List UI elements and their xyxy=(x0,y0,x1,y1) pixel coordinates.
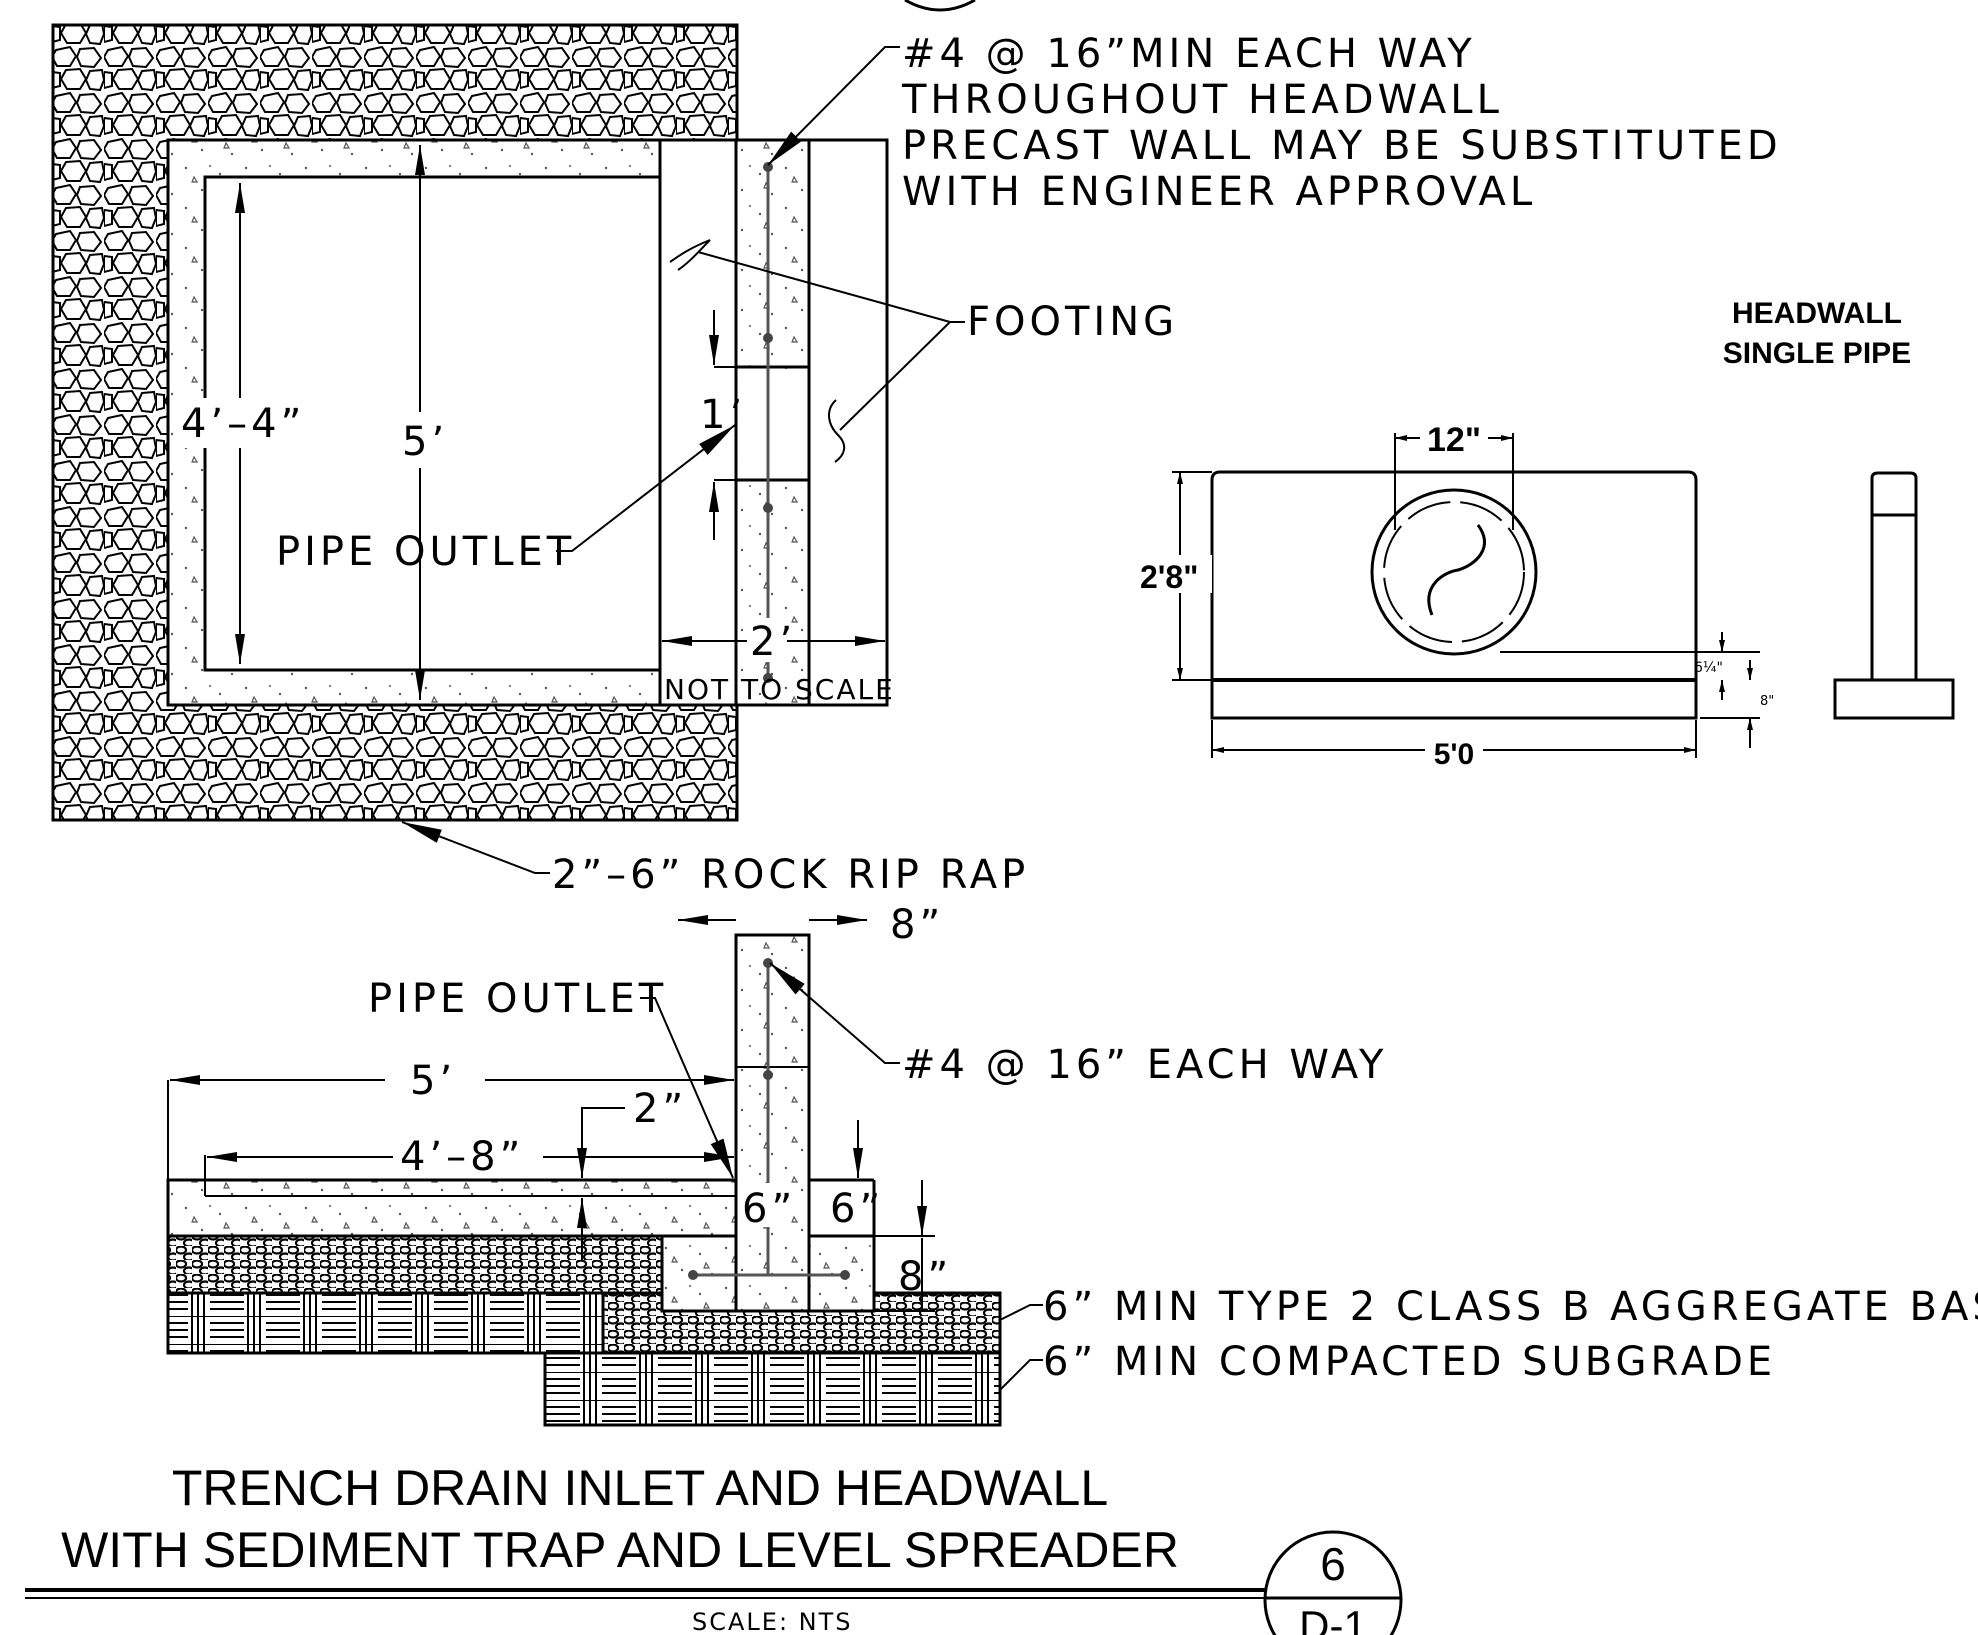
dim-pipe-text: 12" xyxy=(1427,421,1481,459)
footing-break-mark-left xyxy=(669,239,711,271)
footing-leader xyxy=(697,251,965,431)
sheet-number: D-1 xyxy=(1299,1602,1367,1635)
scale-label: SCALE: NTS xyxy=(692,1608,853,1635)
sec-8in-top-text: 8” xyxy=(890,902,944,948)
dim-base-text: 8" xyxy=(1760,694,1774,709)
rebar-note-line2: THROUGHOUT HEADWALL xyxy=(901,77,1503,123)
dim-width-text: 5'0 xyxy=(1434,738,1475,771)
footing-break-mark-right xyxy=(828,399,846,463)
subgrade-label: 6” MIN COMPACTED SUBGRADE xyxy=(1043,1339,1776,1385)
dim-inner-text: 4’–4” xyxy=(181,401,305,447)
detail-bubble xyxy=(1263,1530,1403,1635)
headwall-pipe-outer xyxy=(1370,488,1538,656)
headwall-wall xyxy=(1210,470,1698,682)
dim-two-ft-text: 2’ xyxy=(750,619,796,665)
headwall-pipe-flow-mark xyxy=(1427,524,1486,616)
sec-2in-text: 2” xyxy=(633,1086,687,1132)
rebar-note-line1: #4 @ 16”MIN EACH WAY xyxy=(902,31,1476,77)
sec-5ft-text: 5’ xyxy=(410,1058,456,1104)
dim-one-ft-text: 1’ xyxy=(700,392,746,438)
section-aggregate-left xyxy=(166,1234,664,1295)
pipe-outlet-plan-leader xyxy=(556,424,736,552)
title-line2: WITH SEDIMENT TRAP AND LEVEL SPREADER xyxy=(61,1522,1179,1578)
section-slab xyxy=(166,1178,738,1238)
dim-outer-text: 5’ xyxy=(402,419,448,465)
pipe-outlet-plan-label: PIPE OUTLET xyxy=(276,529,575,575)
rebar-note-leader xyxy=(767,46,900,166)
section-headwall xyxy=(734,933,811,1313)
sec-8in-footing-text: 8” xyxy=(898,1254,952,1300)
section-subgrade-left xyxy=(166,1291,605,1355)
plan-view: 4’–4” 5’ 1’ 2’ NOT TO SCALE PIPE OUTLET … xyxy=(51,23,1782,898)
riprap-leader xyxy=(401,821,550,874)
aggregate-label: 6” MIN TYPE 2 CLASS B AGGREGATE BASE xyxy=(1043,1284,1978,1330)
top-bubble-fragment xyxy=(904,0,976,12)
rebar-note-line3: PRECAST WALL MAY BE SUBSTITUTED xyxy=(902,123,1782,169)
headwall-title-line1: HEADWALL xyxy=(1732,297,1902,330)
title-block: TRENCH DRAIN INLET AND HEADWALL WITH SED… xyxy=(25,0,1403,1635)
headwall-side-view xyxy=(1833,471,1955,720)
pipe-outlet-section-label: PIPE OUTLET xyxy=(368,976,667,1022)
rebar-section-leader xyxy=(769,962,900,1064)
footing-label: FOOTING xyxy=(967,299,1178,345)
section-view: 8” PIPE OUTLET #4 @ 16” EACH WAY 5’ 4’–8… xyxy=(166,902,1978,1427)
aggregate-leader xyxy=(999,1304,1043,1321)
subgrade-leader xyxy=(999,1359,1043,1391)
headwall-title-line2: SINGLE PIPE xyxy=(1723,337,1911,370)
sec-4ft8in-text: 4’–8” xyxy=(400,1134,524,1180)
not-to-scale-label: NOT TO SCALE xyxy=(664,673,895,706)
headwall-elevation: HEADWALL SINGLE PIPE 12" 2'8" 5'0 6¼" 8" xyxy=(1138,297,1955,771)
detail-number: 6 xyxy=(1320,1538,1346,1590)
dim-height-text: 2'8" xyxy=(1140,559,1198,595)
section-subgrade-right xyxy=(543,1351,1002,1427)
sec-6in-a-text: 6” xyxy=(742,1186,796,1232)
headwall-pipe-inner xyxy=(1383,501,1525,643)
plan-pipe-opening xyxy=(738,369,807,478)
sec-6in-b-text: 6” xyxy=(830,1186,884,1232)
riprap-label: 2”–6” ROCK RIP RAP xyxy=(552,852,1029,898)
dim-invert-text: 6¼" xyxy=(1694,660,1723,676)
headwall-base xyxy=(1210,678,1698,720)
title-line1: TRENCH DRAIN INLET AND HEADWALL xyxy=(172,1460,1108,1516)
pipe-outlet-section-leader xyxy=(640,997,734,1179)
rebar-section-label: #4 @ 16” EACH WAY xyxy=(902,1042,1387,1088)
rebar-note-line4: WITH ENGINEER APPROVAL xyxy=(902,169,1536,215)
